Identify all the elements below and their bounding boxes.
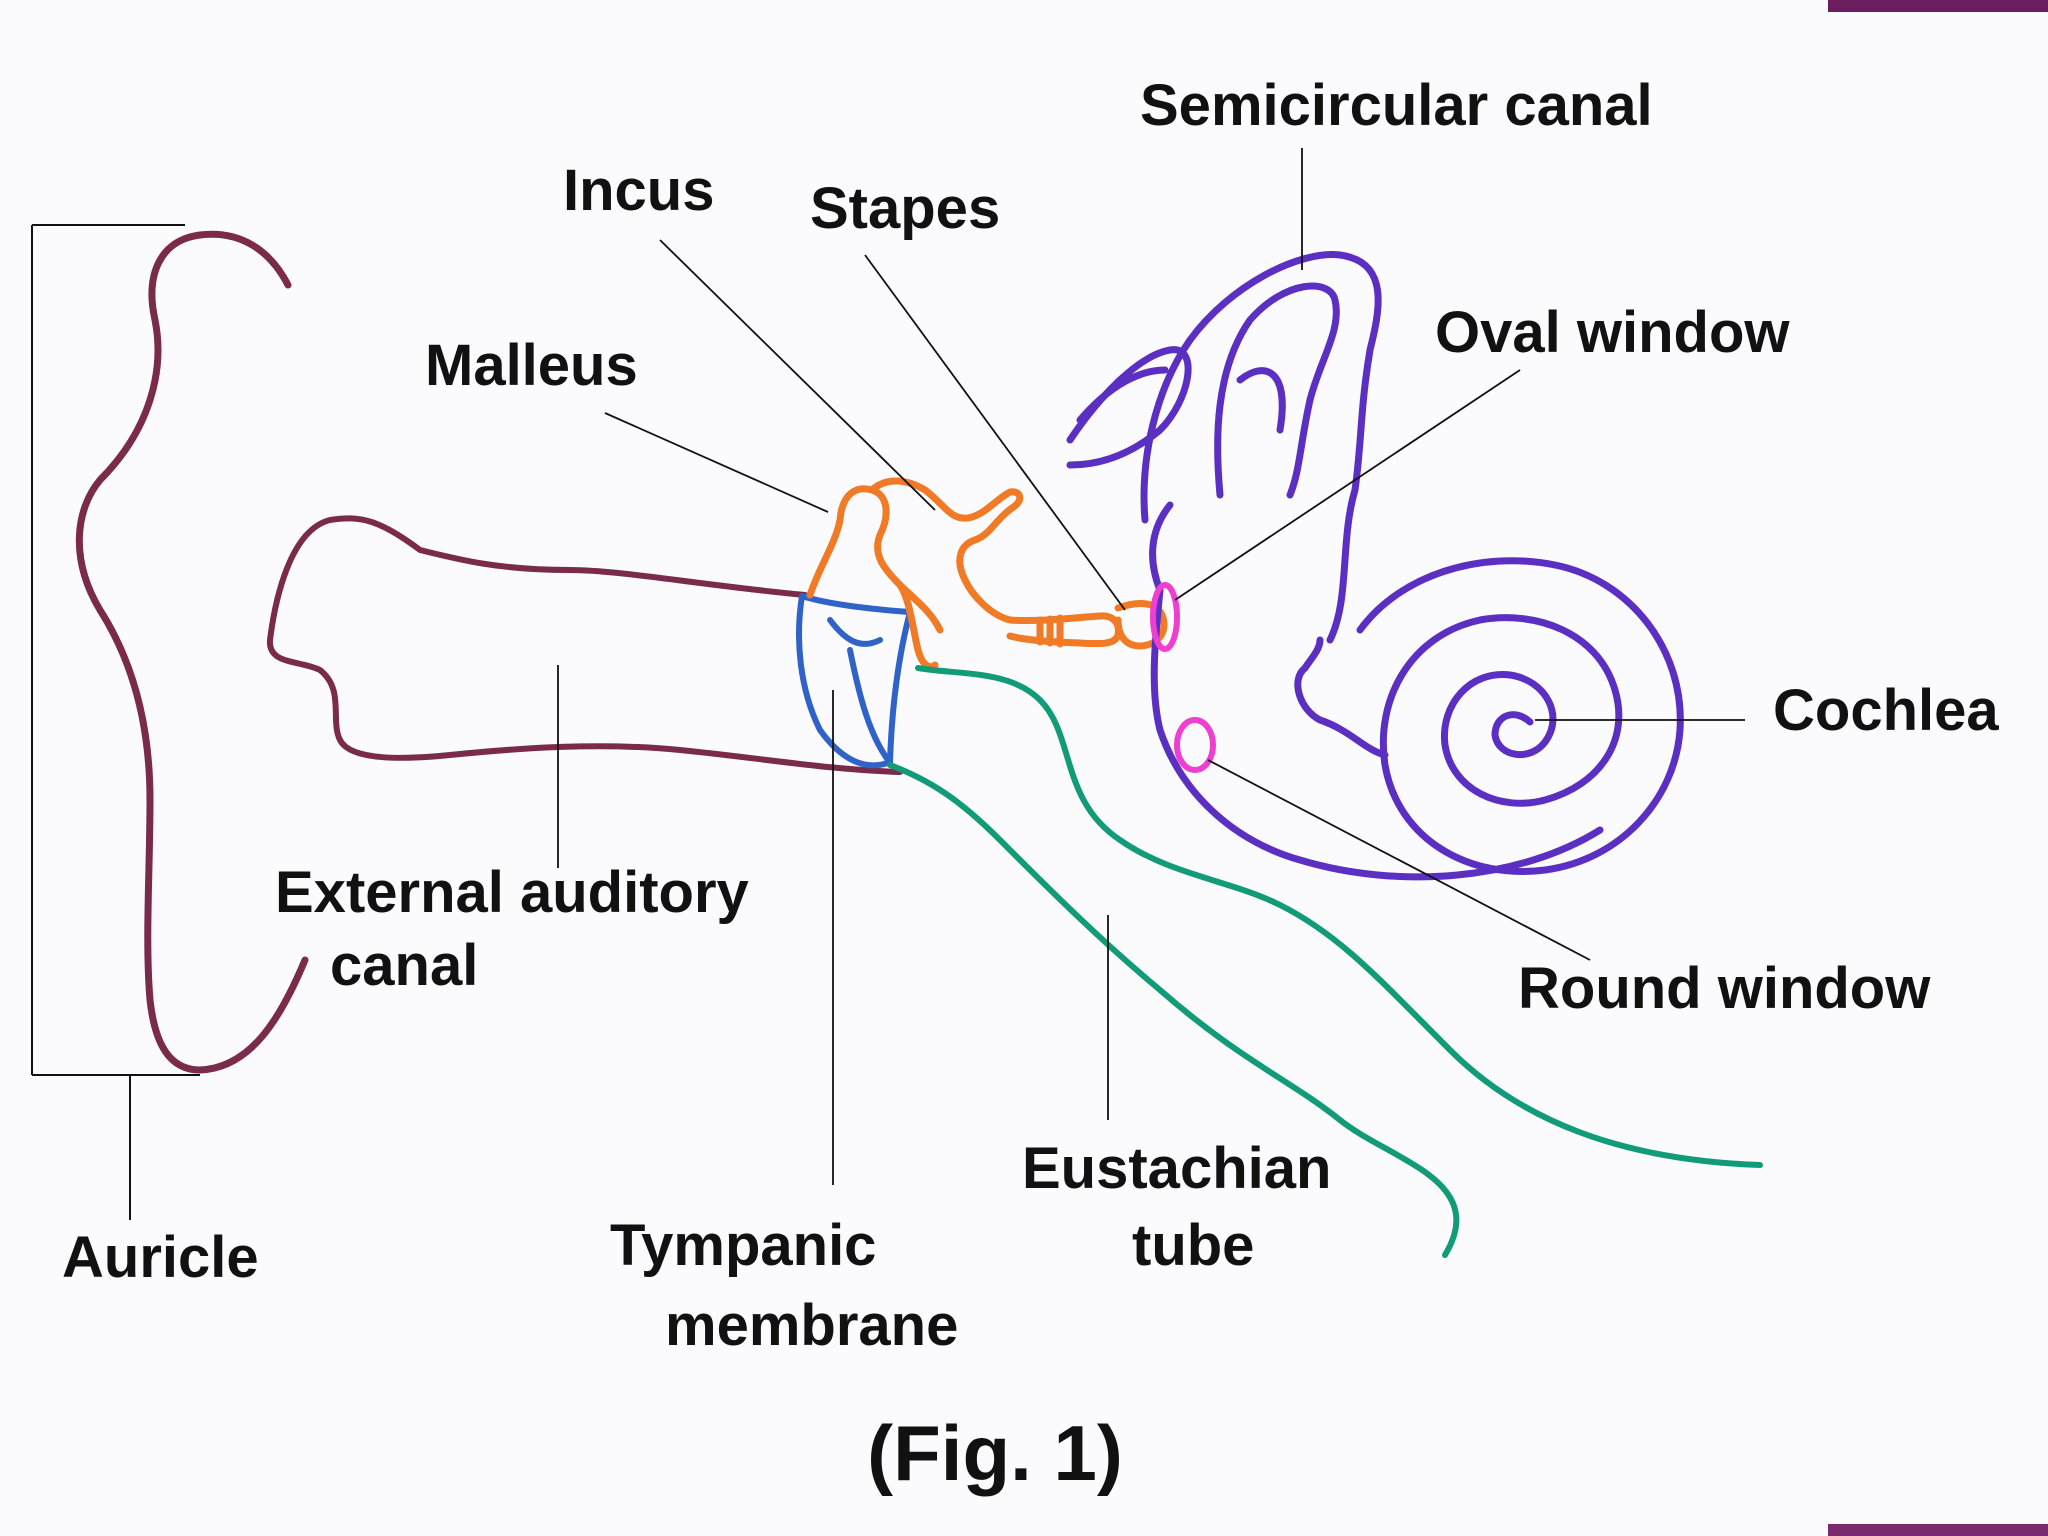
label-cochlea: Cochlea <box>1773 678 1999 743</box>
auricle-bracket <box>31 224 200 1220</box>
label-external-auditory-canal-line2: canal <box>330 933 478 998</box>
label-eustachian-tube-line1: Eustachian <box>1022 1136 1331 1201</box>
label-external-auditory-canal-line1: External auditory <box>275 860 749 925</box>
label-auricle: Auricle <box>62 1225 259 1290</box>
oval-window-shape <box>1150 582 1180 652</box>
round-window-leader <box>1207 759 1591 961</box>
figure-caption: (Fig. 1) <box>867 1409 1123 1497</box>
label-malleus: Malleus <box>425 333 638 398</box>
auricle-outline <box>75 230 309 1074</box>
corner-accent-bar-bottom <box>1828 1524 2048 1536</box>
eustachian-tube-shape <box>887 665 1763 1258</box>
ossicles-shape <box>806 477 1168 671</box>
corner-accent-bar-top <box>1828 0 2048 12</box>
tympanic-membrane-shape <box>796 593 913 769</box>
label-oval-window: Oval window <box>1435 300 1790 365</box>
malleus-leader <box>604 412 829 513</box>
stapes-leader <box>864 254 1126 611</box>
label-tympanic-membrane-line2: membrane <box>665 1293 958 1358</box>
label-stapes: Stapes <box>810 176 1000 241</box>
inner-ear-shape <box>1066 251 1684 881</box>
external-canal-outline <box>267 515 903 775</box>
label-semicircular-canal: Semicircular canal <box>1140 73 1653 138</box>
label-incus: Incus <box>563 158 715 223</box>
round-window-shape <box>1174 717 1216 773</box>
label-eustachian-tube-line2: tube <box>1132 1213 1254 1278</box>
oval-window-leader <box>1174 369 1521 601</box>
label-round-window: Round window <box>1518 956 1931 1021</box>
incus-leader <box>659 239 936 511</box>
label-tympanic-membrane-line1: Tympanic <box>610 1213 876 1278</box>
